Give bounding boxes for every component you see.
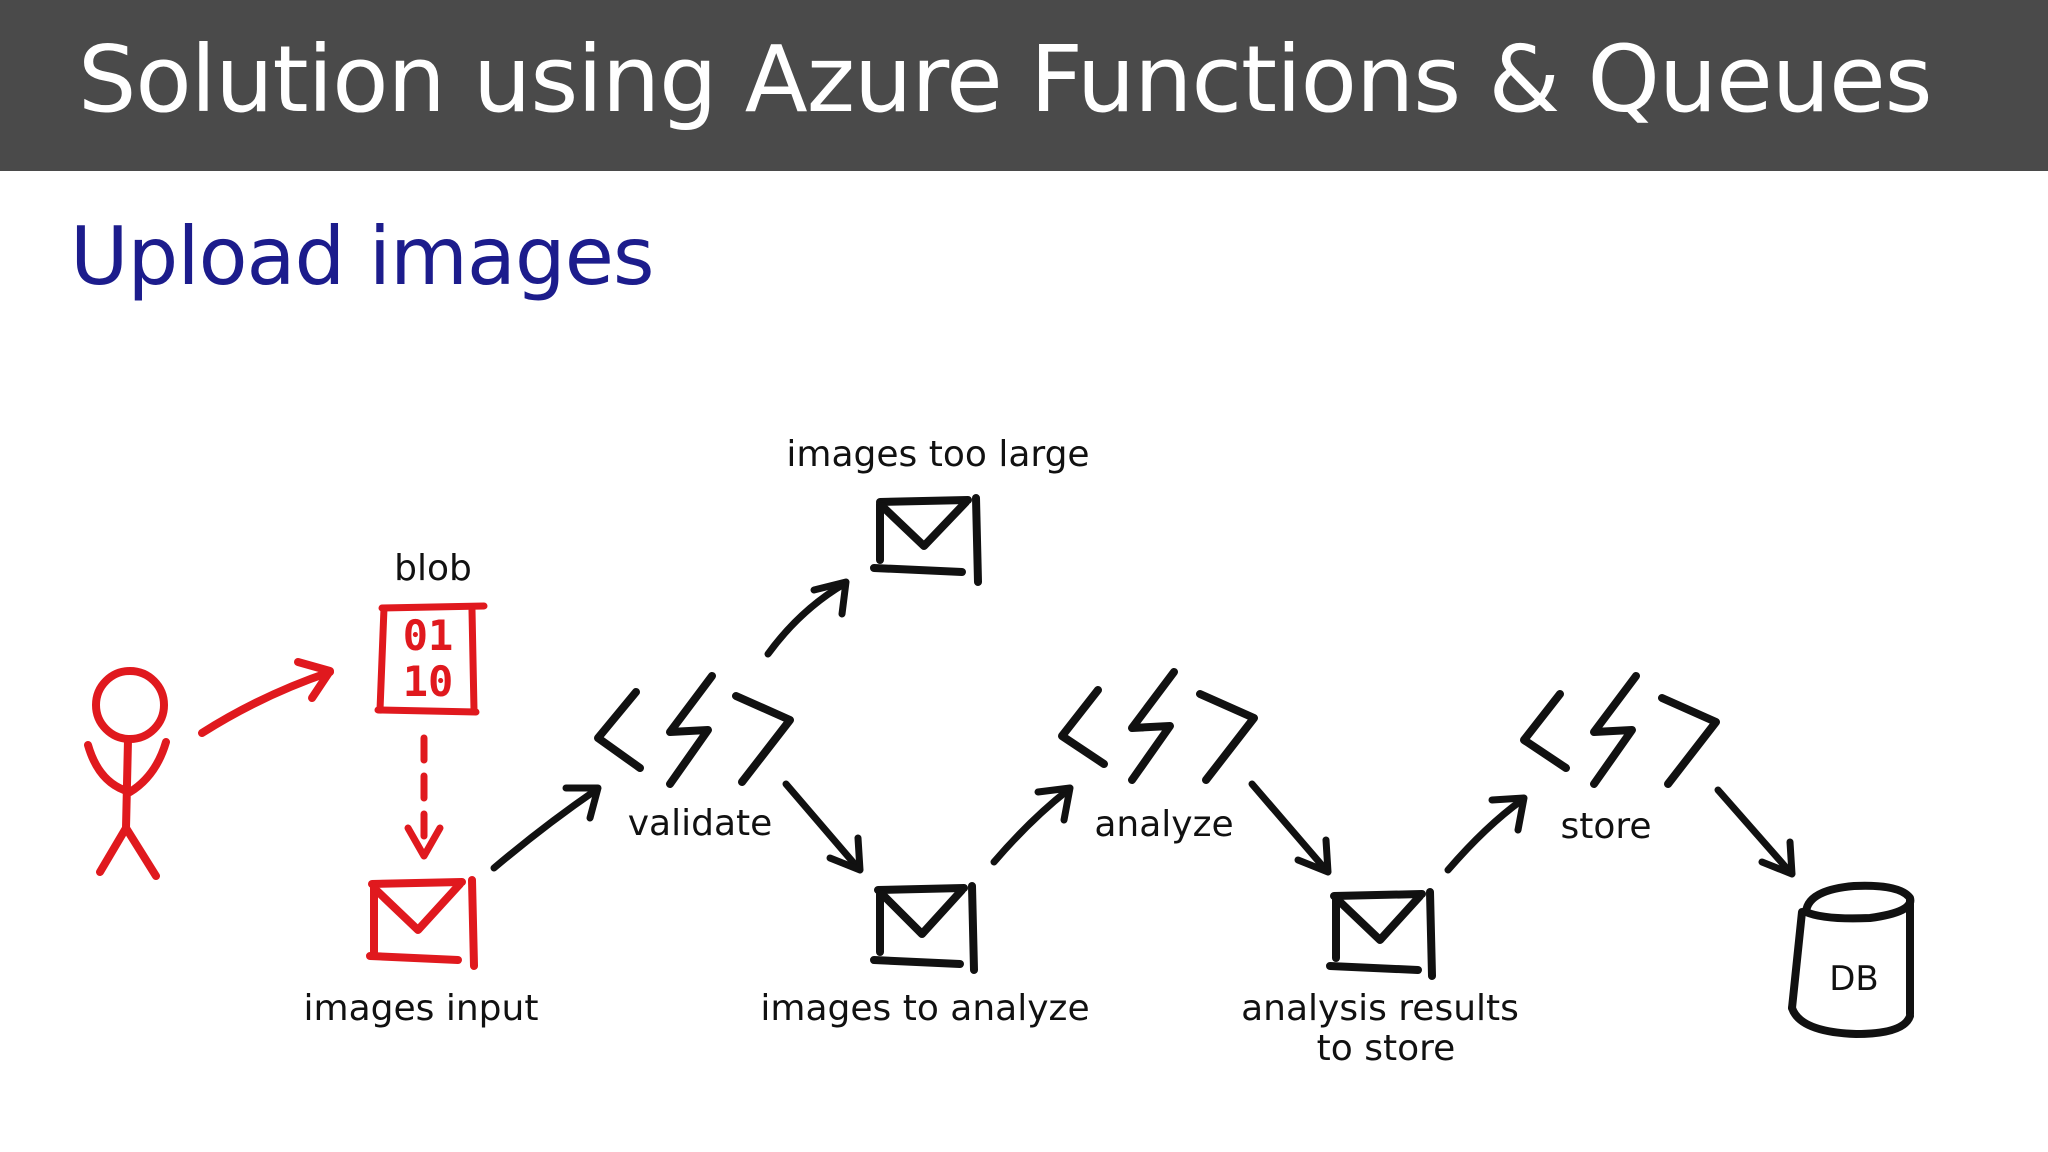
- database-cylinder-icon: [1788, 881, 1915, 1038]
- arrow-user-to-blob: [198, 658, 334, 737]
- azure-function-icon: [1058, 668, 1258, 784]
- queue-envelope-icon: [366, 876, 478, 970]
- queue-envelope-icon: [870, 494, 982, 586]
- arrow-queue-to-analyze: [990, 784, 1074, 866]
- blob-storage-icon: [374, 602, 488, 716]
- blob-bits-top: 01: [403, 611, 454, 660]
- database-label: DB: [1829, 959, 1879, 999]
- azure-function-icon: [1520, 672, 1720, 788]
- arrow-store-to-db: [1714, 786, 1796, 878]
- azure-function-icon: [594, 672, 794, 788]
- arrow-queue-to-validate: [490, 784, 602, 872]
- blob-bits-bottom: 10: [403, 657, 454, 706]
- arrow-validate-to-analyze-queue: [782, 780, 864, 874]
- queue-label-analysis-results-line2: to store: [1317, 1028, 1456, 1069]
- queue-envelope-icon: [870, 882, 978, 974]
- queue-envelope-icon: [1326, 888, 1436, 980]
- arrow-blob-to-queue: [404, 734, 444, 860]
- queue-label-images-input: images input: [304, 988, 539, 1029]
- arrow-analyze-to-results-queue: [1248, 780, 1332, 876]
- function-label-validate: validate: [628, 803, 773, 844]
- queue-label-images-to-analyze: images to analyze: [760, 988, 1089, 1029]
- arrow-results-queue-to-store: [1444, 794, 1528, 874]
- title-bar: Solution using Azure Functions & Queues: [0, 0, 2048, 171]
- slide-title: Solution using Azure Functions & Queues: [78, 26, 1933, 133]
- stick-figure-user-icon: [84, 667, 170, 880]
- queue-label-images-too-large: images too large: [786, 434, 1089, 475]
- arrow-validate-to-too-large: [764, 578, 850, 658]
- queue-label-analysis-results-line1: analysis results: [1241, 988, 1519, 1029]
- slide-subtitle: Upload images: [70, 210, 655, 303]
- function-label-analyze: analyze: [1094, 804, 1233, 845]
- blob-label: blob: [394, 548, 472, 589]
- function-label-store: store: [1560, 806, 1651, 847]
